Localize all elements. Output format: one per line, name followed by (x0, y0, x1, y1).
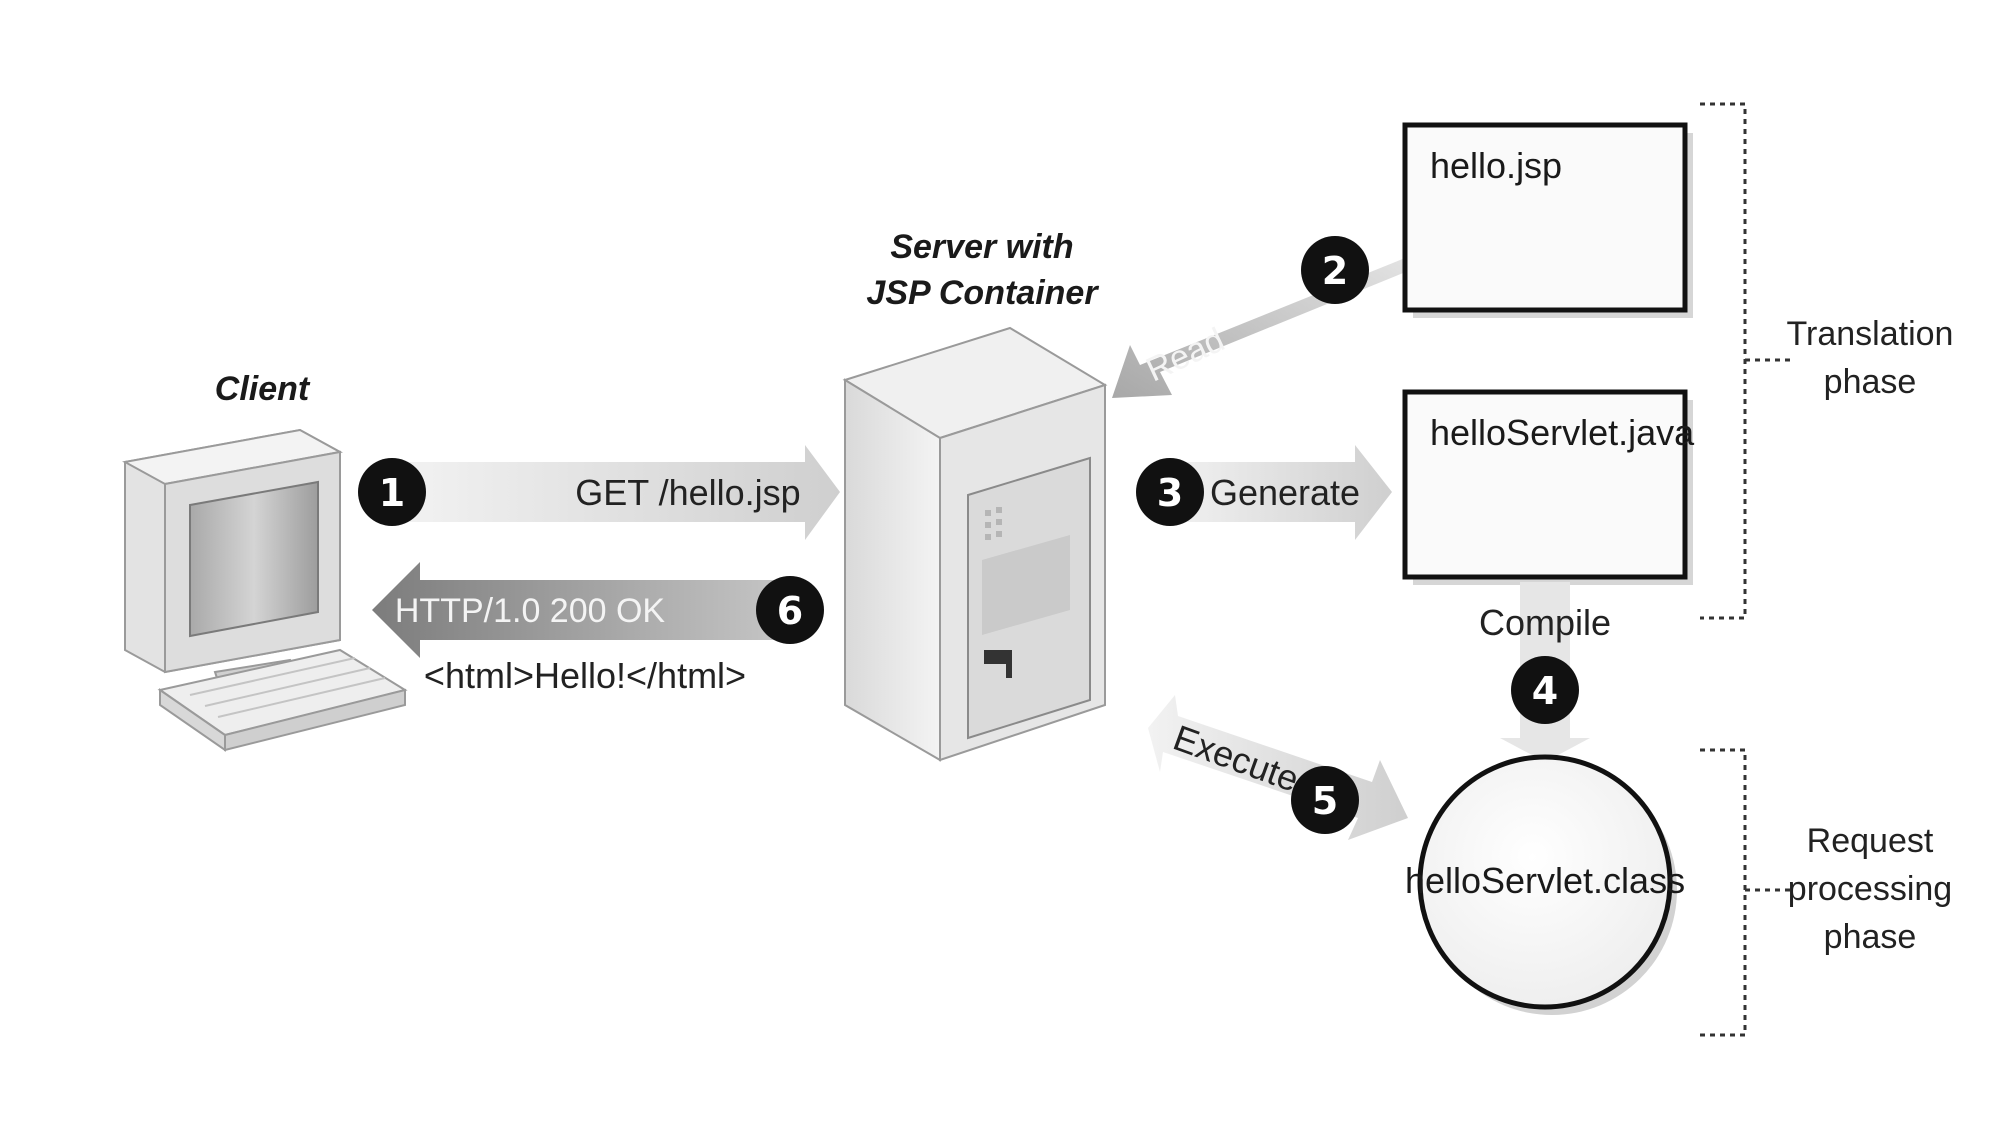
step-5-number: 5 (1312, 779, 1338, 823)
step-1-badge: 1 (358, 458, 426, 526)
read-arrow (1112, 210, 1435, 398)
get-request-arrow (400, 445, 840, 540)
hello-jsp-label: hello.jsp (1430, 145, 1562, 186)
hello-jsp-file: hello.jsp (1402, 122, 1693, 318)
step-1-label: GET /hello.jsp (575, 472, 800, 513)
request-phase-line3: phase (1824, 918, 1917, 956)
server-label-line2: JSP Container (866, 274, 1099, 312)
translation-phase-bracket (1700, 102, 1790, 620)
request-phase-line1: Request (1807, 822, 1934, 860)
step-4-number: 4 (1532, 669, 1558, 713)
step-5-label: Execute (1168, 717, 1304, 800)
hello-servlet-class-label: helloServlet.class (1405, 860, 1685, 901)
step-4-label: Compile (1479, 602, 1611, 643)
server-tower-icon (842, 326, 1108, 762)
step-3-number: 3 (1157, 471, 1183, 515)
hello-servlet-class: helloServlet.class (1405, 754, 1685, 1015)
step-2-label: Read (1140, 321, 1230, 390)
request-phase-line2: processing (1788, 870, 1952, 908)
step-2-number: 2 (1322, 249, 1348, 293)
request-phase-bracket (1700, 748, 1790, 1037)
generate-arrow (1165, 445, 1392, 540)
step-4-badge: 4 (1511, 656, 1579, 724)
step-1-number: 1 (379, 471, 405, 515)
server-label-line1: Server with (890, 228, 1073, 266)
step-3-label: Generate (1210, 472, 1360, 513)
translation-phase-line1: Translation (1787, 315, 1954, 353)
step-6-badge: 6 (756, 576, 824, 644)
step-2-badge: 2 (1301, 236, 1369, 304)
hello-servlet-java-file: helloServlet.java (1402, 389, 1695, 585)
desktop-computer-icon (122, 428, 408, 752)
step-3-badge: 3 (1136, 458, 1204, 526)
step-6-number: 6 (777, 589, 803, 633)
client-label: Client (215, 370, 311, 408)
step-6-label: HTTP/1.0 200 OK (395, 592, 666, 630)
step-6-sublabel: <html>Hello!</html> (424, 655, 746, 696)
http-response-arrow (372, 562, 800, 658)
step-5-badge: 5 (1291, 766, 1359, 834)
translation-phase-line2: phase (1824, 363, 1917, 401)
hello-servlet-java-label: helloServlet.java (1430, 412, 1695, 453)
